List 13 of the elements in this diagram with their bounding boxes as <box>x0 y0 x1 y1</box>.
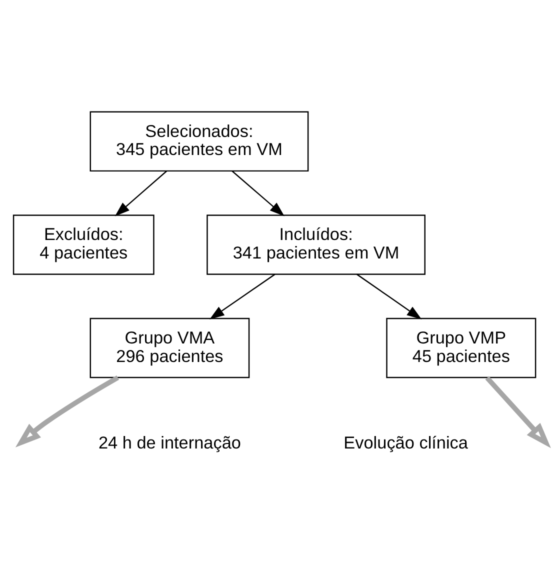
arrow <box>356 273 422 319</box>
node-box: Grupo VMP 45 pacientes <box>386 317 536 378</box>
label: Evolução clínica <box>344 432 468 452</box>
arrow <box>485 376 551 448</box>
arrow <box>210 273 276 319</box>
arrow <box>15 374 120 447</box>
arrow <box>114 170 168 216</box>
node-box: Excluídos: 4 pacientes <box>12 214 154 274</box>
node-box: Selecionados: 345 pacientes em VM <box>90 110 309 172</box>
node-box: Incluídos: 341 pacientes em VM <box>206 214 426 274</box>
label: 24 h de internação <box>98 432 241 452</box>
arrow <box>232 170 284 216</box>
node-box: Grupo VMA 296 pacientes <box>90 317 250 378</box>
